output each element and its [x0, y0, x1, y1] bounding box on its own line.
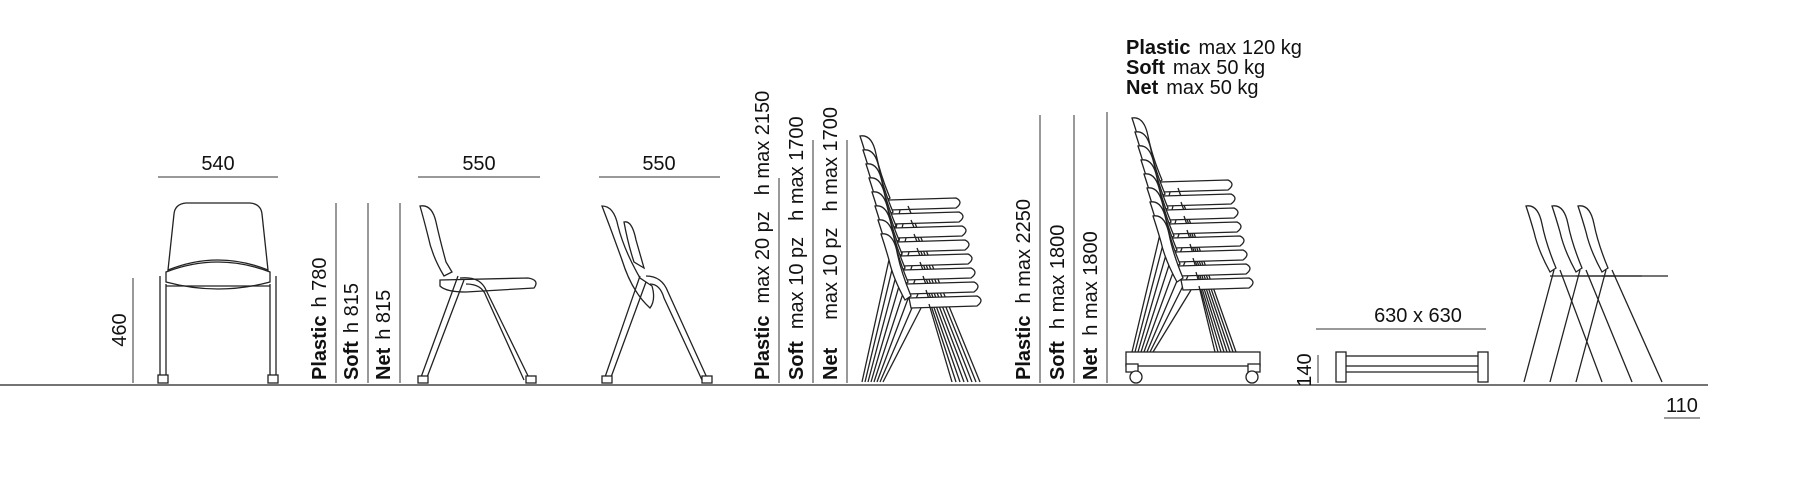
side-width-label-1: 550: [462, 153, 495, 175]
trolley-bar: [1341, 355, 1483, 367]
stacked-chair: [1577, 205, 1609, 273]
stacked-chair: [1525, 205, 1557, 273]
height-soft: Softh 815: [341, 283, 363, 380]
backrest-side-net: [601, 205, 655, 309]
backrest: [167, 202, 269, 272]
seat-height-label: 460: [109, 313, 131, 346]
chair-side-view-plastic: 550: [417, 153, 540, 384]
floor-stack-soft: Softmax 10 pzh max 1700: [786, 116, 808, 380]
trolley-stack-soft: Softh max 1800: [1047, 225, 1069, 380]
chair-stack-floor: [859, 135, 982, 383]
trolley-wheel: [1245, 370, 1259, 384]
chair-front-view: 540 460: [109, 153, 279, 384]
chair-stack-trolley: [1131, 117, 1254, 353]
trolley-footprint-label: 630 x 630: [1374, 305, 1462, 327]
stacking-trolley: [1125, 351, 1261, 384]
trolley-stack-labels: Plastich max 2250 Softh max 1800 Neth ma…: [1013, 112, 1108, 383]
floor-stack-labels: Plasticmax 20 pzh max 2150 Softmax 10 pz…: [752, 91, 848, 383]
height-net: Neth 815: [373, 290, 395, 380]
side-width-label-2: 550: [642, 153, 675, 175]
trolley-stack-net: Neth max 1800: [1080, 231, 1102, 380]
trolley-wheel: [1129, 370, 1143, 384]
backrest-side: [419, 205, 453, 277]
trolley-stack-plastic: Plastich max 2250: [1013, 199, 1035, 380]
stacked-chair: [1152, 215, 1184, 283]
floor-stack-net: Netmax 10 pzh max 1700: [820, 107, 842, 380]
trolley-height-label: 140: [1294, 353, 1316, 386]
stacked-chair: [880, 233, 912, 301]
row-pitch-label: 110: [1666, 395, 1698, 417]
height-labels: Plastich 780 Softh 815 Neth 815: [309, 203, 401, 383]
empty-trolley: 630 x 630 140: [1294, 305, 1489, 387]
chair-row-view: [1523, 205, 1668, 383]
front-width-label: 540: [201, 153, 234, 175]
seat: [165, 261, 271, 290]
trolley-frame: [1125, 351, 1261, 367]
stacked-chair: [1551, 205, 1583, 273]
chair-side-view-net: 550: [599, 153, 720, 384]
height-plastic: Plastich 780: [309, 257, 331, 380]
floor-stack-plastic: Plasticmax 20 pzh max 2150: [752, 91, 774, 380]
